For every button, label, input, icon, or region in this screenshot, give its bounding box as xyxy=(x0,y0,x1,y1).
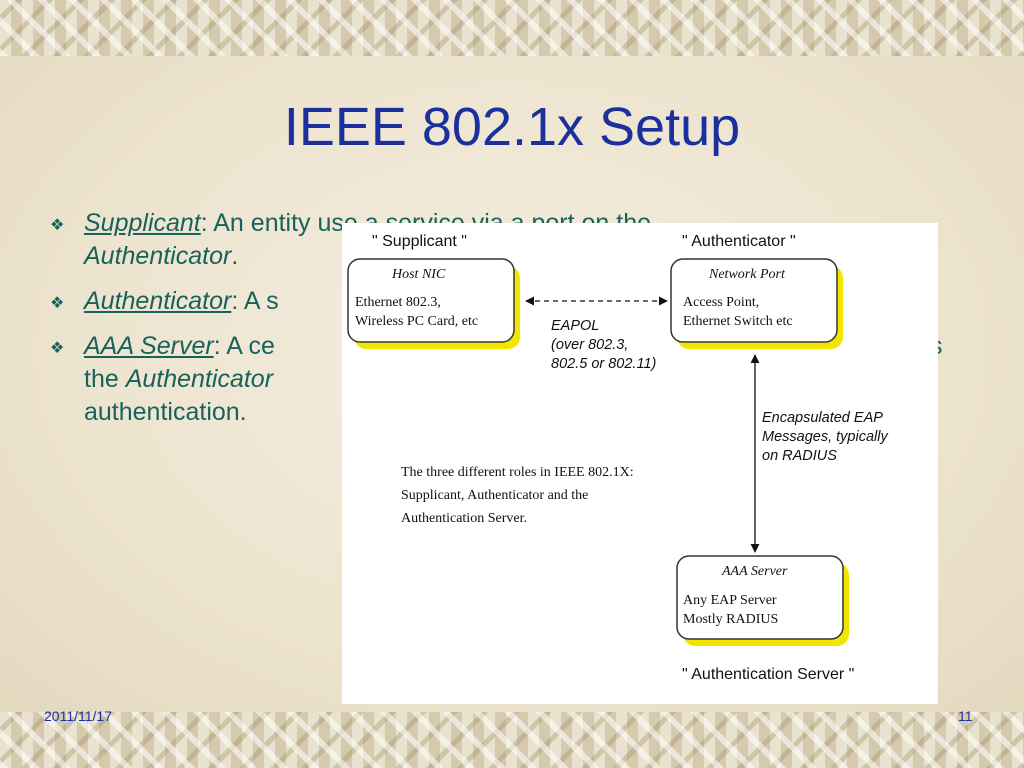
aaa-server-body: Any EAP Server Mostly RADIUS xyxy=(683,593,779,627)
ieee-8021x-diagram: " Supplicant " " Authenticator " " Authe… xyxy=(342,223,938,704)
host-nic-title: Host NIC xyxy=(392,267,446,282)
network-port-box xyxy=(670,258,838,343)
term-authenticator: Authenticator xyxy=(84,287,232,315)
footer-date: 2011/11/17 xyxy=(44,708,112,724)
aaa-server-box xyxy=(676,555,844,640)
aaa-server-title: AAA Server xyxy=(722,564,788,579)
term-aaa-server: AAA Server xyxy=(84,332,214,360)
diamond-bullet-icon: ❖ xyxy=(50,217,65,234)
top-decorative-border xyxy=(0,0,1024,56)
term-supplicant: Supplicant xyxy=(84,209,201,237)
bullet-text: : A ce xyxy=(213,332,275,360)
bullet-text: authentication. xyxy=(84,398,247,426)
host-nic-box xyxy=(347,258,515,343)
supplicant-label: " Supplicant " xyxy=(372,233,467,250)
bullet-authenticator: ❖ Authenticator: A s xyxy=(44,285,964,318)
footer-page-number: 11 xyxy=(958,708,973,724)
bottom-decorative-border xyxy=(0,712,1024,768)
diagram-caption: The three different roles in IEEE 802.1X… xyxy=(401,465,634,526)
slide-title: IEEE 802.1x Setup xyxy=(283,97,741,157)
radius-label: Encapsulated EAP Messages, typically on … xyxy=(762,410,888,464)
authentication-server-label: " Authentication Server " xyxy=(682,666,855,683)
bullet-text: the xyxy=(84,365,126,393)
bullet-text: : A s xyxy=(231,287,279,315)
host-nic-body: Ethernet 802.3, Wireless PC Card, etc xyxy=(355,295,479,329)
bullet-text: . xyxy=(231,242,239,270)
bullet-text-emphasis: Authenticator xyxy=(125,365,274,393)
bullet-aaa-server: ❖ AAA Server: A ces the Authenticator au… xyxy=(44,330,964,429)
diamond-bullet-icon: ❖ xyxy=(50,340,65,357)
diamond-bullet-icon: ❖ xyxy=(50,295,65,312)
authenticator-label: " Authenticator " xyxy=(682,233,796,250)
network-port-body: Access Point, Ethernet Switch etc xyxy=(683,295,793,329)
eapol-label: EAPOL (over 802.3, 802.5 or 802.11) xyxy=(551,318,657,372)
diagram-graphics xyxy=(347,258,849,646)
network-port-title: Network Port xyxy=(709,267,785,282)
bullet-text-emphasis: Authenticator xyxy=(84,242,232,270)
